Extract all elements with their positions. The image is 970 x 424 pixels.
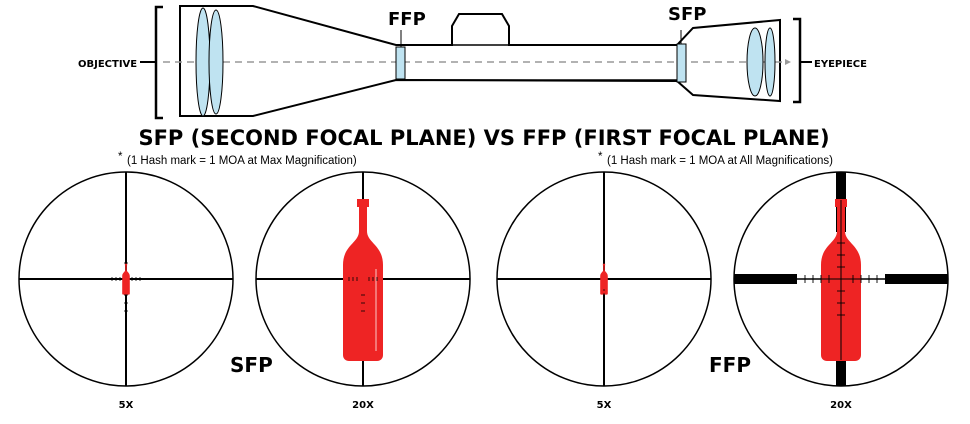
reticle-ffp-5x: 5X [496, 171, 712, 411]
objective-label: OBJECTIVE [78, 59, 137, 70]
objective-lens-2 [208, 9, 224, 115]
magnification-label: 5X [119, 400, 134, 411]
eyepiece-lens-1 [746, 27, 764, 97]
page-title: SFP (SECOND FOCAL PLANE) VS FFP (FIRST F… [138, 126, 829, 150]
eyepiece-lens-2 [764, 27, 776, 97]
reticle-sfp-5x: 5X [18, 171, 234, 411]
magnification-label: 20X [830, 400, 852, 411]
sfp-note-asterisk: * [118, 151, 123, 163]
objective-lens-1 [195, 7, 211, 117]
ffp-reticle-element [395, 46, 406, 80]
objective-bracket [154, 5, 163, 120]
eyepiece-bracket [793, 17, 802, 104]
ffp-note-asterisk: * [598, 151, 603, 163]
eyepiece-label: EYEPIECE [814, 59, 867, 70]
reticle-sfp-20x: 20X [255, 171, 471, 411]
ffp-note: (1 Hash mark = 1 MOA at All Magnificatio… [607, 155, 833, 167]
magnification-label: 20X [352, 400, 374, 411]
ffp-group-label: FFP [709, 353, 751, 377]
magnification-label: 5X [597, 400, 612, 411]
sfp-group-label: SFP [230, 353, 273, 377]
ffp-marker-label: FFP [388, 9, 426, 30]
sfp-note: (1 Hash mark = 1 MOA at Max Magnificatio… [127, 155, 357, 167]
scope-illustration: OBJECTIVE EYEPIECE FFP SFP [78, 4, 867, 120]
reticle-ffp-20x: 20X [733, 171, 949, 411]
sfp-reticle-element [676, 43, 687, 83]
sfp-marker-label: SFP [668, 4, 706, 25]
